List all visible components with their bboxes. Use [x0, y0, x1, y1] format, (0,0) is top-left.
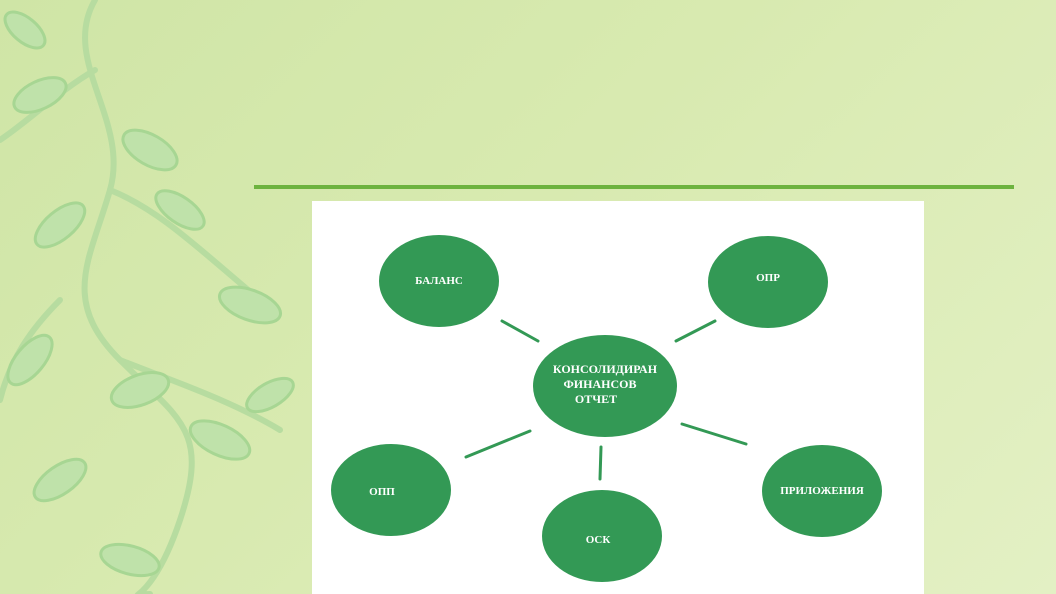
- connector-osk: [598, 445, 603, 481]
- node-prilozhenia-label: ПРИЛОЖЕНИЯ: [780, 485, 864, 497]
- node-opr-label: ОПР: [756, 272, 780, 284]
- node-center-line-2: ФИНАНСОВ: [564, 377, 637, 391]
- title-divider: [254, 185, 1014, 189]
- node-center-line-3: ОТЧЕТ: [575, 392, 617, 406]
- diagram-panel: БАЛАНС ОПР КОНСОЛИДИРАН ФИНАНСОВ ОТЧЕТ О…: [312, 201, 924, 594]
- node-prilozhenia: [762, 445, 882, 537]
- vine-decoration: [0, 0, 295, 594]
- node-osk: [542, 490, 662, 582]
- connector-balance: [500, 319, 540, 343]
- node-osk-label: ОСК: [586, 534, 611, 546]
- node-center: [533, 335, 677, 437]
- node-opp: [331, 444, 451, 536]
- diagram-svg: БАЛАНС ОПР КОНСОЛИДИРАН ФИНАНСОВ ОТЧЕТ О…: [331, 235, 882, 582]
- connector-prilozhenia: [680, 422, 748, 446]
- node-balance-label: БАЛАНС: [415, 275, 463, 287]
- connector-opp: [464, 429, 532, 459]
- node-opr: [708, 236, 828, 328]
- node-opp-label: ОПП: [369, 486, 395, 498]
- connector-opr: [674, 319, 717, 343]
- node-balance: [379, 235, 499, 327]
- node-center-line-1: КОНСОЛИДИРАН: [553, 362, 658, 376]
